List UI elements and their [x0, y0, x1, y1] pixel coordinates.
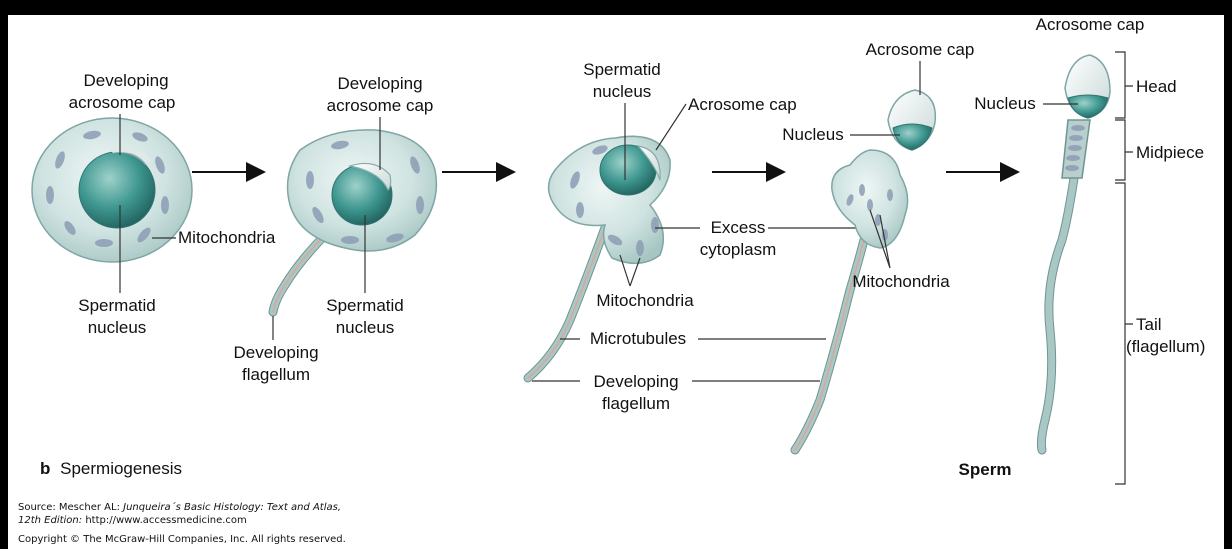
sperm-tail-label-line1: Tail — [1136, 315, 1162, 334]
sperm-caption: Sperm — [959, 460, 1012, 479]
sperm-midpiece-label: Midpiece — [1136, 143, 1204, 162]
stage2-acrosome-label-line2: acrosome cap — [327, 96, 434, 115]
panel-title-text: Spermiogenesis — [60, 459, 182, 478]
footer-edition: 12th Edition: — [18, 515, 82, 526]
footer-source-line: Source: Mescher AL: Junqueira´s Basic Hi… — [18, 501, 341, 513]
stage3-excess-label-line2: cytoplasm — [700, 240, 777, 259]
stage3-acrosome-label: Acrosome cap — [688, 95, 797, 114]
footer-edition-line: 12th Edition: http://www.accessmedicine.… — [18, 515, 247, 526]
stage3-excess-label-line1: Excess — [711, 218, 766, 237]
footer-source-prefix: Source: Mescher AL: — [18, 502, 123, 513]
stage3-nucleus-label-line2: nucleus — [593, 82, 652, 101]
stage4-mito-label: Mitochondria — [852, 272, 950, 291]
sperm-nucleus-label: Nucleus — [974, 94, 1035, 113]
stage1-mito-label: Mitochondria — [178, 228, 276, 247]
stage3-microtubules-label: Microtubules — [590, 329, 686, 348]
stage1-nucleus — [79, 152, 155, 228]
panel-title: b Spermiogenesis — [40, 459, 182, 478]
stage1-nucleus-label-line2: nucleus — [88, 318, 147, 337]
stage2-nucleus-label-line2: nucleus — [336, 318, 395, 337]
stage3-flagellum-label-line1: Developing — [593, 372, 678, 391]
stage1-spermatid — [32, 118, 192, 262]
stage3-nucleus-label-line1: Spermatid — [583, 60, 660, 79]
footer-copyright: Copyright © The McGraw-Hill Companies, I… — [18, 534, 346, 545]
stage3-mito-label: Mitochondria — [596, 291, 694, 310]
stage1-nucleus-label-line1: Spermatid — [78, 296, 155, 315]
stage1-acrosome-label-line1: Developing — [83, 71, 168, 90]
panel-letter: b — [40, 459, 50, 478]
stage3-flagellum-label-line2: flagellum — [602, 394, 670, 413]
stage2-nucleus-label-line1: Spermatid — [326, 296, 403, 315]
stage2-flagellum-label-line2: flagellum — [242, 365, 310, 384]
sperm-tail-label-line2: (flagellum) — [1126, 337, 1205, 356]
sperm-head-label: Head — [1136, 77, 1177, 96]
footer-source-title: Junqueira´s Basic Histology: Text and At… — [121, 501, 341, 513]
stage2-flagellum-label-line1: Developing — [233, 343, 318, 362]
stage4-nucleus-label: Nucleus — [782, 125, 843, 144]
stage2-acrosome-label-line1: Developing — [337, 74, 422, 93]
footer-url: http://www.accessmedicine.com — [82, 515, 247, 526]
stage1-acrosome-label-line2: acrosome cap — [69, 93, 176, 112]
sperm-acrosome-label: Acrosome cap — [1036, 15, 1145, 34]
stage4-acrosome-label: Acrosome cap — [866, 40, 975, 59]
